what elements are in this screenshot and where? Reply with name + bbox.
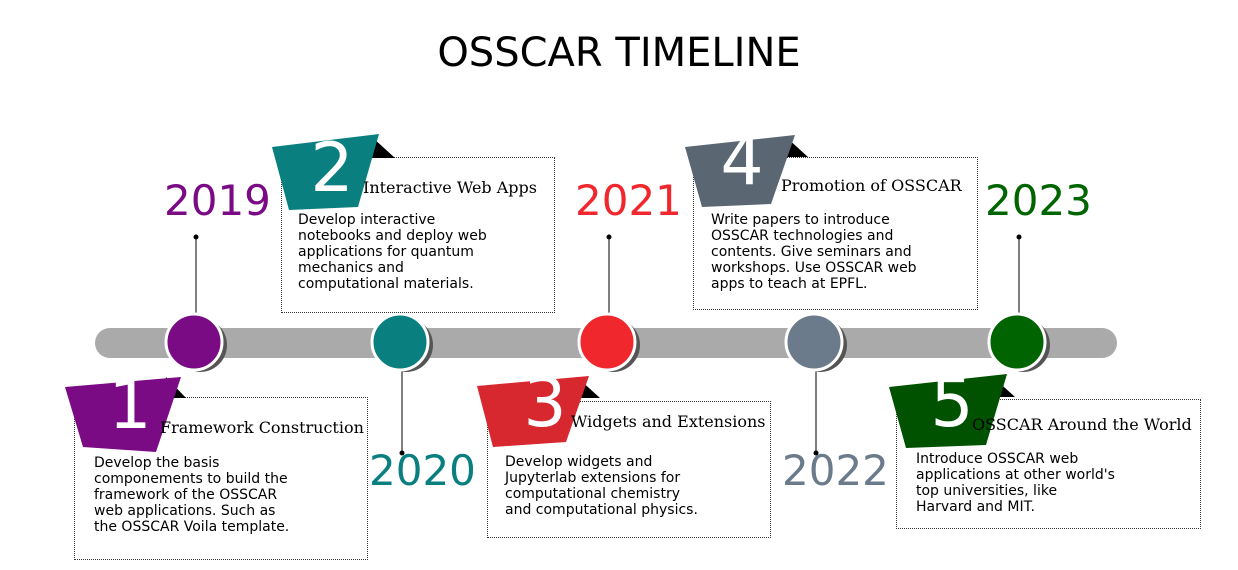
milestone-heading-1: Framework Construction — [160, 418, 364, 437]
tab-corner-2 — [371, 138, 395, 158]
milestone-number-3: 3 — [523, 364, 567, 443]
connector-dot-2020 — [399, 450, 405, 456]
milestone-heading-2: Interactive Web Apps — [363, 178, 537, 197]
connector-dot-2022 — [813, 450, 819, 456]
milestone-description-5: Introduce OSSCAR web applications at oth… — [916, 451, 1115, 515]
node-2019 — [164, 312, 224, 372]
milestone-description-1: Develop the basis componements to build … — [94, 455, 290, 535]
connector-dot-2023 — [1016, 234, 1022, 240]
milestone-heading-3: Widgets and Extensions — [571, 412, 766, 431]
year-label-2023: 2023 — [985, 176, 1092, 225]
number-tab-5 — [889, 374, 1007, 448]
number-tab-2 — [272, 134, 379, 210]
page-title: OSSCAR TIMELINE — [437, 30, 801, 76]
milestone-number-2: 2 — [310, 129, 354, 208]
milestone-number-5: 5 — [930, 364, 974, 443]
milestone-description-4: Write papers to introduce OSSCAR technol… — [711, 212, 917, 292]
node-2020 — [370, 312, 430, 372]
number-tab-4 — [685, 135, 795, 207]
milestone-number-1: 1 — [108, 366, 152, 445]
number-tab-3 — [477, 376, 589, 447]
milestone-description-3: Develop widgets and Jupyterlab extension… — [505, 454, 698, 518]
connector-dot-2021 — [606, 234, 612, 240]
node-2021 — [577, 312, 637, 372]
connector-dot-2019 — [193, 234, 199, 240]
milestone-number-4: 4 — [720, 122, 764, 201]
number-tab-1 — [65, 377, 181, 452]
node-2023 — [987, 312, 1047, 372]
year-label-2020: 2020 — [369, 446, 476, 495]
milestone-heading-4: Promotion of OSSCAR — [781, 176, 962, 195]
node-2022 — [784, 312, 844, 372]
year-label-2022: 2022 — [782, 446, 889, 495]
year-label-2021: 2021 — [575, 176, 682, 225]
year-label-2019: 2019 — [164, 176, 271, 225]
milestone-description-2: Develop interactive notebooks and deploy… — [298, 212, 487, 292]
milestone-heading-5: OSSCAR Around the World — [972, 415, 1192, 434]
